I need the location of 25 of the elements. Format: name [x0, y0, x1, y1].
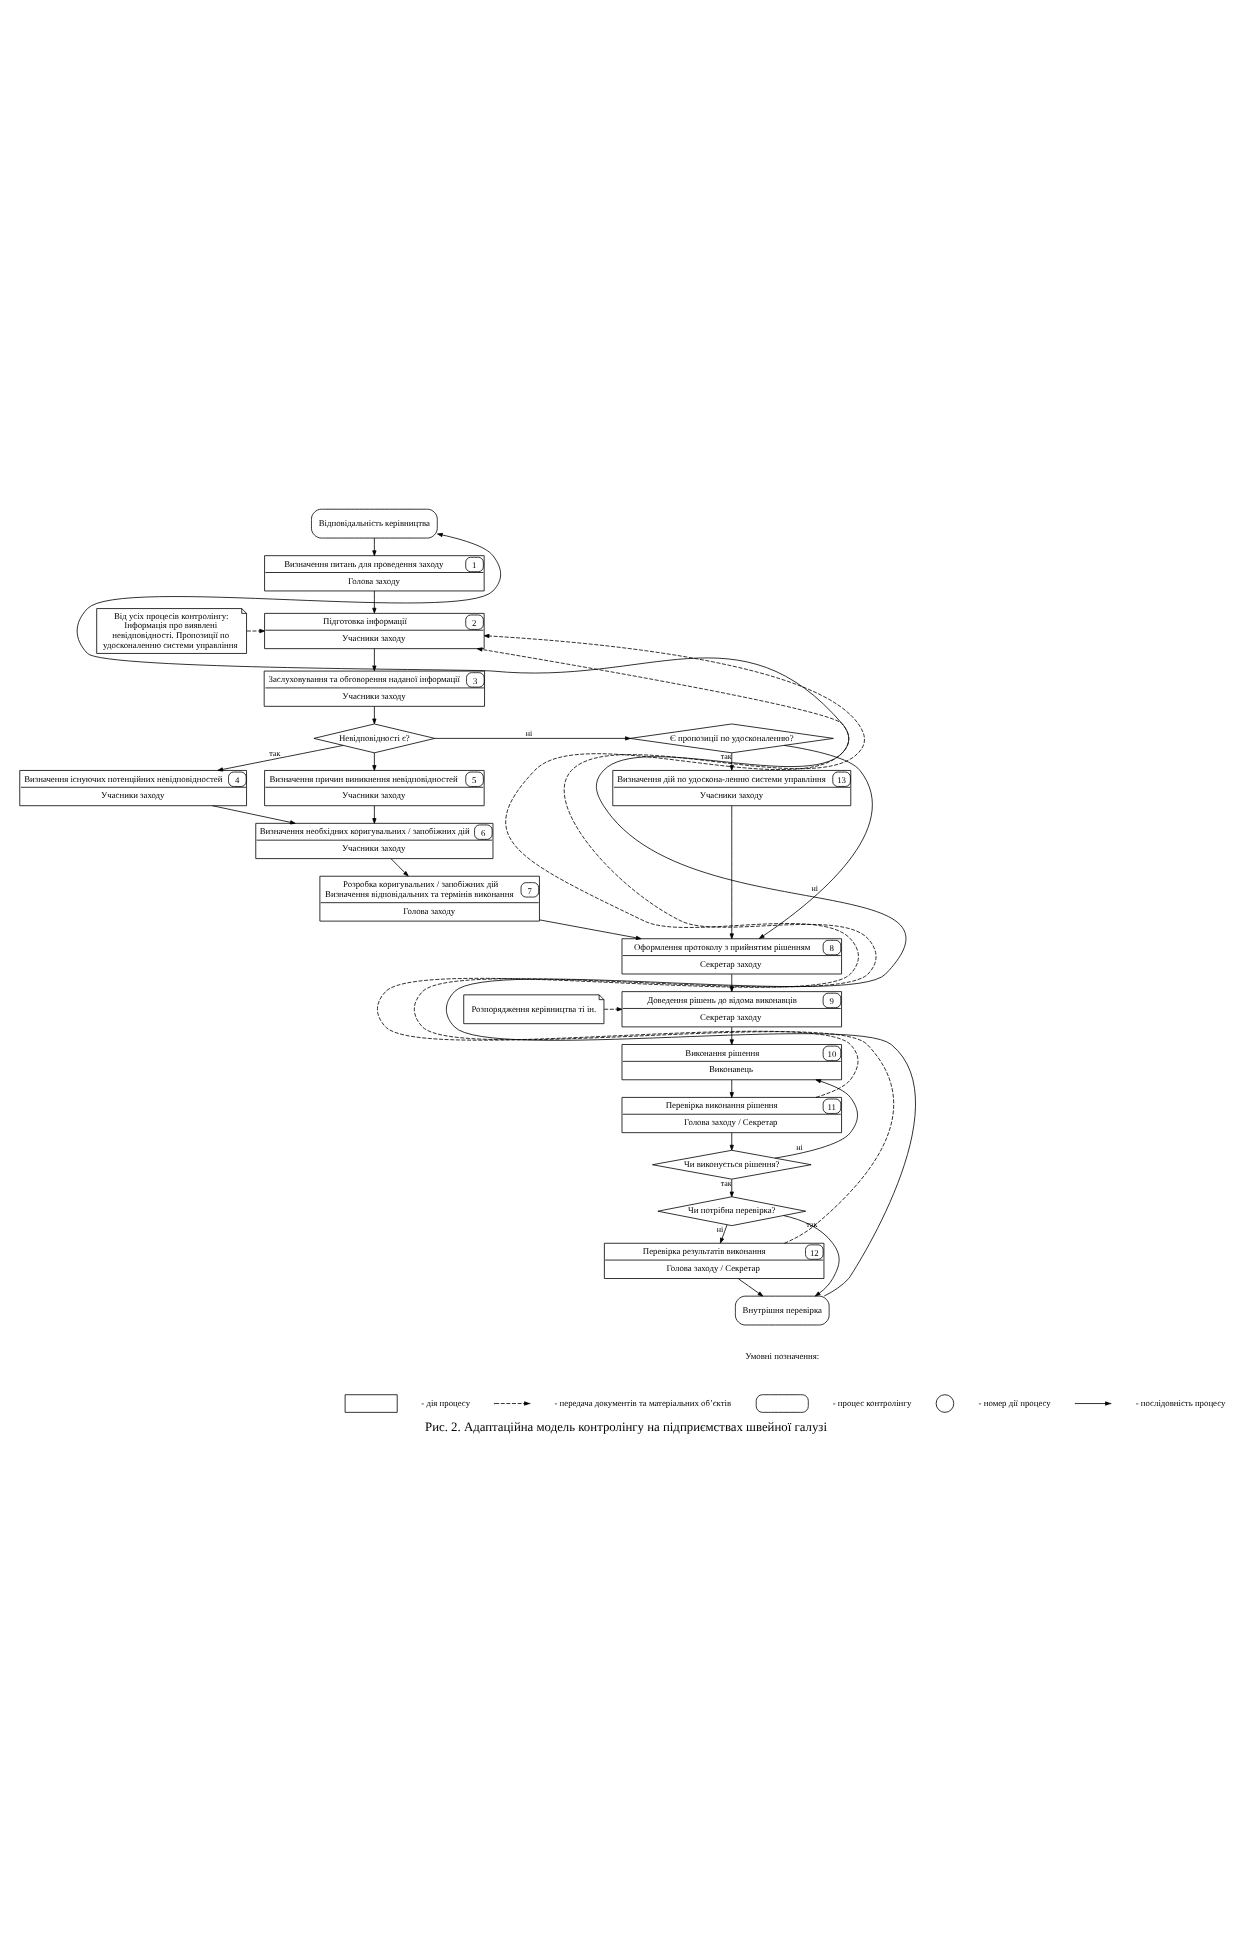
arrow — [390, 858, 409, 877]
arrow — [76, 532, 916, 1297]
arrow — [212, 805, 296, 825]
arrow — [434, 736, 631, 741]
arrow — [720, 1224, 728, 1244]
arrow — [729, 805, 734, 940]
arrow — [737, 1278, 764, 1297]
arrow — [758, 745, 873, 939]
arrow — [372, 590, 377, 614]
arrow — [729, 973, 734, 993]
arrow — [372, 706, 377, 725]
arrow — [603, 1007, 623, 1012]
arrow — [372, 752, 377, 771]
arrow — [377, 647, 859, 1098]
arrow — [217, 745, 344, 772]
arrow — [539, 919, 642, 940]
arrow — [372, 537, 377, 556]
arrow — [246, 628, 265, 634]
arrow — [413, 633, 895, 1244]
arrow — [729, 1132, 734, 1151]
arrow — [729, 1079, 734, 1098]
arrow — [372, 805, 377, 824]
arrow — [729, 1026, 734, 1045]
arrow — [372, 648, 377, 672]
arrow — [783, 1215, 840, 1297]
